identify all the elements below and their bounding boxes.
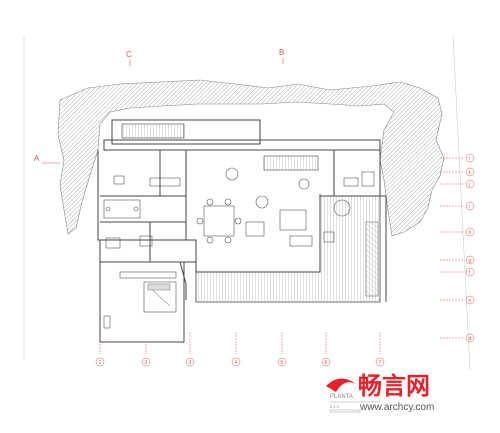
axis-label-7: 7: [379, 360, 382, 366]
axis-label-1: 1: [99, 360, 102, 366]
section-mark-b: B: [279, 48, 284, 64]
axis-label-3: 3: [189, 360, 192, 366]
axis-label-e: e: [469, 298, 472, 304]
bed-pillow: [147, 283, 171, 291]
axis-label-i: i: [469, 204, 470, 210]
title-block: PLANTA 0 1 5: [329, 394, 380, 413]
scale-digits: 0 1 5: [330, 404, 340, 409]
svg-text:C: C: [126, 50, 132, 59]
watermark-brand: 畅言网: [358, 372, 430, 400]
grid-axes-bottom: 1 2 3 4 5 6 7: [95, 332, 385, 367]
axis-label-d: d: [469, 336, 472, 342]
axis-label-h: h: [469, 230, 472, 236]
axis-label-g: g: [469, 258, 472, 264]
axis-label-2: 2: [145, 360, 148, 366]
axis-label-6: 6: [325, 360, 328, 366]
furniture: [103, 167, 375, 329]
plan-title: PLANTA: [330, 394, 353, 400]
svg-text:B: B: [279, 48, 284, 57]
terrace-wall: [365, 221, 379, 297]
watermark-swoosh-icon: [326, 378, 356, 392]
svg-text:A: A: [34, 154, 40, 163]
sheet-border-right: [452, 35, 471, 371]
terrace-deck: [195, 195, 381, 303]
stair-top: [121, 123, 185, 139]
section-mark-c: C: [126, 50, 132, 66]
grid-axes-right: l k j i h g f e d: [440, 153, 475, 343]
watermark-url: www.archcy.com: [359, 402, 434, 413]
section-mark-a: A: [34, 154, 60, 164]
axis-label-f: f: [469, 270, 471, 276]
stair-center: [263, 155, 319, 171]
axis-label-4: 4: [235, 360, 238, 366]
axis-label-j: j: [468, 182, 470, 188]
axis-label-l: l: [469, 156, 470, 162]
axis-label-k: k: [469, 170, 472, 176]
terrain-hatch: [57, 79, 445, 237]
bed-stripes: [149, 287, 171, 307]
watermark: 畅言网 www.archcy.com: [326, 372, 434, 413]
axis-label-5: 5: [281, 360, 284, 366]
